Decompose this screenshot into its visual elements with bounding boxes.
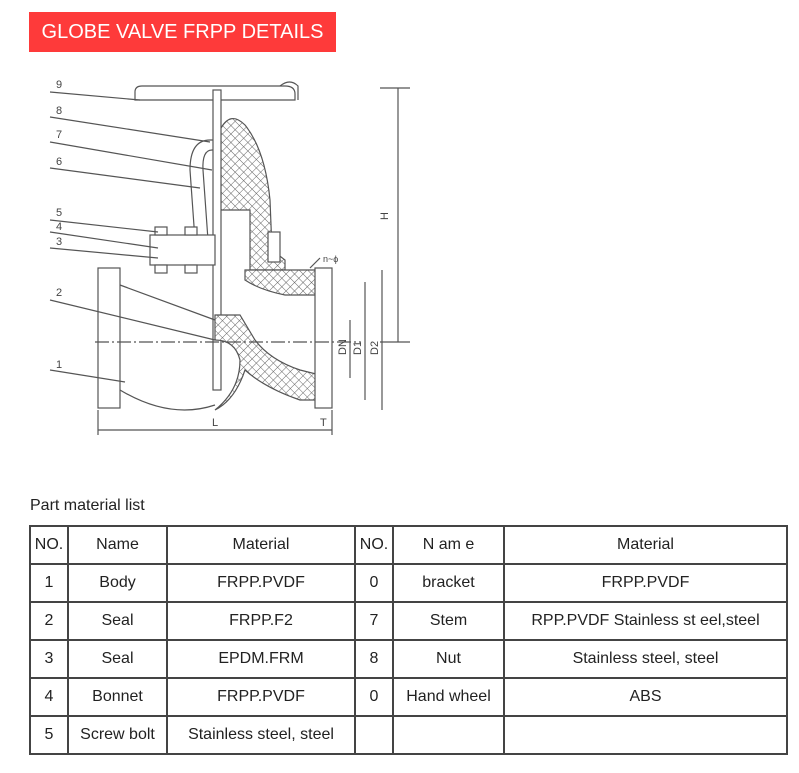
table-cell: 5	[29, 715, 69, 755]
table-cell: 3	[29, 639, 69, 679]
table-cell: Stainless steel, steel	[166, 715, 356, 755]
table-cell: Seal	[67, 601, 168, 641]
valve-diagram: 9 8 7 6 5 4 3 2 1 H L T n~ϕ DN D1 D2	[40, 70, 420, 450]
callout-9: 9	[56, 79, 62, 91]
body-shape	[214, 314, 321, 411]
callout-2: 2	[56, 287, 62, 299]
table-cell: Body	[67, 563, 168, 603]
table-row: 3 Seal EPDM.FRM 8 Nut Stainless steel, s…	[29, 639, 788, 679]
table-cell: Hand wheel	[392, 677, 505, 717]
flange-plate	[149, 234, 216, 266]
table-cell	[354, 715, 394, 755]
right-flange	[314, 267, 333, 409]
header-cell: NO.	[29, 525, 69, 565]
table-cell: 1	[29, 563, 69, 603]
table-row: 5 Screw bolt Stainless steel, steel	[29, 715, 788, 755]
table-cell: 2	[29, 601, 69, 641]
table-cell: 8	[354, 639, 394, 679]
table-cell: Stem	[392, 601, 505, 641]
dimension-bolt-holes: n~ϕ	[323, 254, 338, 264]
table-cell: bracket	[392, 563, 505, 603]
table-cell: 0	[354, 563, 394, 603]
callout-1: 1	[56, 359, 62, 371]
dimension-dn: DN	[337, 339, 349, 355]
valve-cross-section-drawing: 9 8 7 6 5 4 3 2 1 H L T n~ϕ DN D1 D2	[49, 79, 410, 435]
header-cell: N am e	[392, 525, 505, 565]
callout-8: 8	[56, 105, 62, 117]
table-cell: FRPP.PVDF	[166, 563, 356, 603]
page-title: GLOBE VALVE FRPP DETAILS	[29, 12, 336, 52]
table-cell: ABS	[503, 677, 788, 717]
table-cell: FRPP.PVDF	[166, 677, 356, 717]
table-cell: EPDM.FRM	[166, 639, 356, 679]
table-cell	[503, 715, 788, 755]
dimension-d2: D2	[369, 341, 381, 355]
header-cell: Material	[503, 525, 788, 565]
table-cell: RPP.PVDF Stainless st eel,steel	[503, 601, 788, 641]
table-cell: Bonnet	[67, 677, 168, 717]
callout-7: 7	[56, 129, 62, 141]
callout-5: 5	[56, 207, 62, 219]
section-heading: Part material list	[30, 497, 145, 514]
callout-4: 4	[56, 221, 62, 233]
table-cell: Screw bolt	[67, 715, 168, 755]
dimension-d1: D1	[352, 341, 364, 355]
table-header-row: NO. Name Material NO. N am e Material	[29, 525, 788, 565]
dimension-l: L	[212, 417, 218, 429]
callout-3: 3	[56, 236, 62, 248]
header-cell: NO.	[354, 525, 394, 565]
table-cell: Stainless steel, steel	[503, 639, 788, 679]
header-cell: Material	[166, 525, 356, 565]
table-row: 1 Body FRPP.PVDF 0 bracket FRPP.PVDF	[29, 563, 788, 603]
table-cell: 0	[354, 677, 394, 717]
table-cell: Nut	[392, 639, 505, 679]
part-material-table: NO. Name Material NO. N am e Material 1 …	[29, 525, 788, 755]
table-row: 4 Bonnet FRPP.PVDF 0 Hand wheel ABS	[29, 677, 788, 717]
left-flange	[97, 267, 121, 409]
table-cell: 4	[29, 677, 69, 717]
table-cell: FRPP.PVDF	[503, 563, 788, 603]
table-cell: 7	[354, 601, 394, 641]
callout-6: 6	[56, 156, 62, 168]
table-cell	[392, 715, 505, 755]
dimension-t: T	[320, 417, 327, 429]
table-cell: FRPP.F2	[166, 601, 356, 641]
table-row: 2 Seal FRPP.F2 7 Stem RPP.PVDF Stainless…	[29, 601, 788, 641]
dimension-h: H	[379, 212, 391, 220]
header-cell: Name	[67, 525, 168, 565]
table-cell: Seal	[67, 639, 168, 679]
